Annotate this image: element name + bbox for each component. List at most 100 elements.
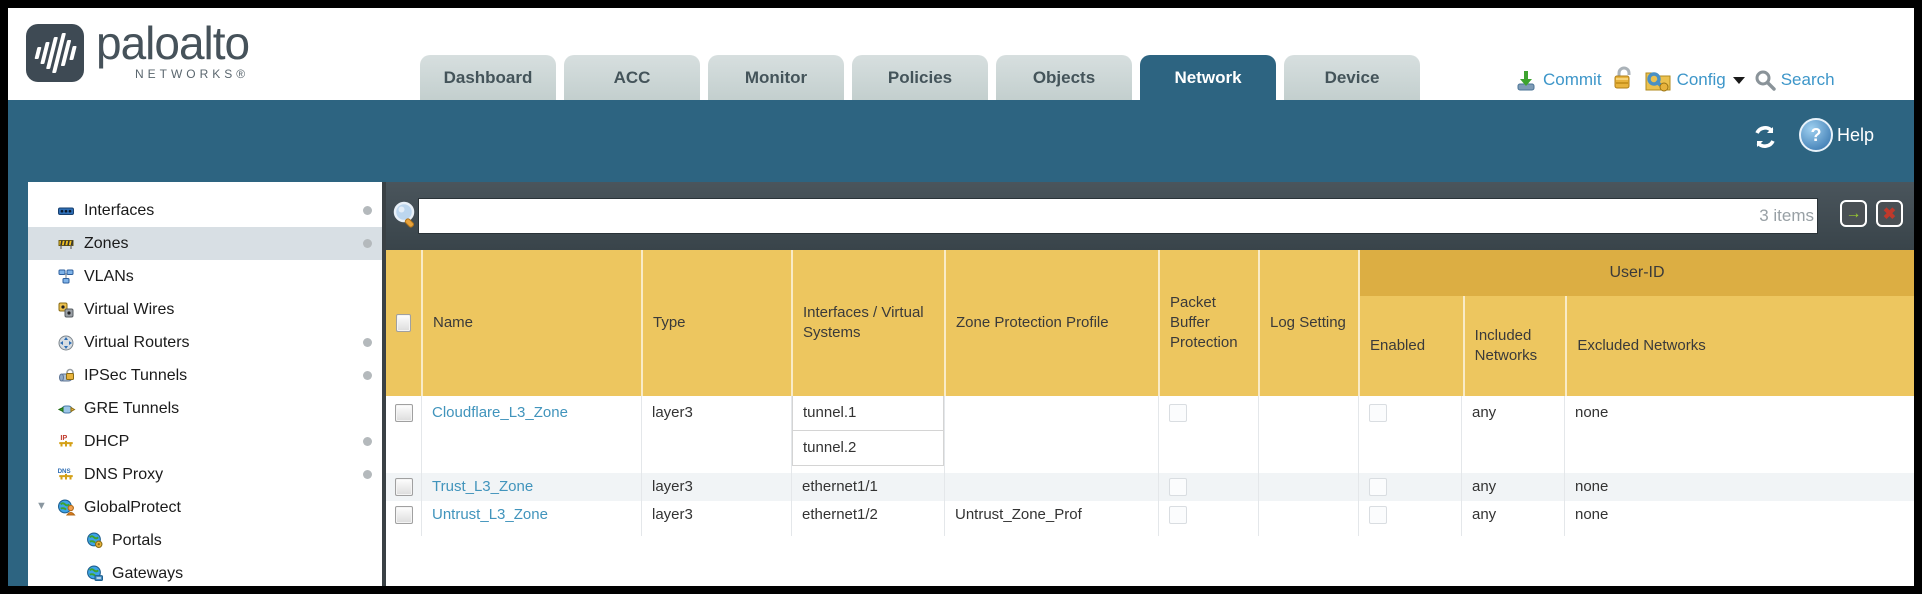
row-checkbox[interactable]	[395, 404, 413, 422]
sidebar-item-interfaces[interactable]: Interfaces	[28, 194, 382, 227]
config-button[interactable]: Config	[1644, 67, 1745, 93]
commit-icon	[1517, 71, 1535, 91]
sidebar-item-virtual-routers[interactable]: Virtual Routers	[28, 326, 382, 359]
sidebar-item-vlans[interactable]: VLANs	[28, 260, 382, 293]
zone-protection-profile-cell	[944, 396, 1158, 473]
zone-type-cell: layer3	[641, 396, 791, 473]
tab-policies[interactable]: Policies	[852, 55, 988, 100]
search-label: Search	[1780, 70, 1835, 89]
refresh-icon	[1755, 126, 1775, 148]
column-header-log-setting[interactable]: Log Setting	[1258, 250, 1358, 396]
main-nav-tabs: Dashboard ACC Monitor Policies Objects N…	[420, 55, 1420, 100]
zones-icon	[56, 235, 76, 252]
row-select-cell	[386, 501, 421, 536]
user-id-enabled-checkbox[interactable]	[1369, 506, 1387, 524]
column-header-name[interactable]: Name	[421, 250, 641, 396]
row-checkbox[interactable]	[395, 478, 413, 496]
row-checkbox[interactable]	[395, 506, 413, 524]
zone-name-cell: Cloudflare_L3_Zone	[421, 396, 641, 473]
config-icon	[1645, 72, 1671, 92]
sidebar-item-label: Zones	[84, 234, 129, 252]
zone-name-link[interactable]: Trust_L3_Zone	[432, 478, 534, 495]
interface-item: ethernet1/1	[802, 478, 878, 495]
commit-label: Commit	[1543, 70, 1602, 89]
sidebar-item-label: Virtual Routers	[84, 333, 190, 351]
zone-name-link[interactable]: Untrust_L3_Zone	[432, 506, 548, 523]
table-body: Cloudflare_L3_Zone layer3 tunnel.1 tunne…	[386, 396, 1914, 536]
column-header-enabled[interactable]: Enabled	[1370, 336, 1426, 354]
zone-name-link[interactable]: Cloudflare_L3_Zone	[432, 404, 568, 421]
status-dot	[363, 371, 372, 380]
packet-buffer-checkbox[interactable]	[1169, 404, 1187, 422]
zone-type-cell: layer3	[641, 501, 791, 536]
zone-protection-profile-cell	[944, 473, 1158, 501]
table-row: Cloudflare_L3_Zone layer3 tunnel.1 tunne…	[386, 396, 1914, 473]
filter-input[interactable]	[418, 198, 1818, 234]
help-button[interactable]: ? Help	[1798, 118, 1874, 152]
column-header-packet-buffer-protection[interactable]: Packet Buffer Protection	[1158, 250, 1258, 396]
table-row: Trust_L3_Zone layer3 ethernet1/1 any non…	[386, 473, 1914, 501]
row-select-cell	[386, 473, 421, 501]
tab-device[interactable]: Device	[1284, 55, 1420, 100]
sidebar-item-zones[interactable]: Zones	[28, 227, 382, 260]
commit-button[interactable]: Commit	[1514, 68, 1602, 92]
refresh-button[interactable]	[1752, 124, 1778, 155]
sidebar-item-virtual-wires[interactable]: Virtual Wires	[28, 293, 382, 326]
tab-acc[interactable]: ACC	[564, 55, 700, 100]
packet-buffer-checkbox[interactable]	[1169, 506, 1187, 524]
sidebar-item-ipsec-tunnels[interactable]: IPSec Tunnels	[28, 359, 382, 392]
search-icon	[1755, 70, 1776, 91]
brand-text: paloalto NETWORKS®	[96, 20, 250, 80]
column-header-excluded-networks[interactable]: Excluded Networks	[1565, 296, 1914, 396]
packet-buffer-checkbox[interactable]	[1169, 478, 1187, 496]
packet-buffer-protection-cell	[1158, 396, 1258, 473]
virtual-wires-icon	[56, 301, 76, 318]
user-id-enabled-checkbox[interactable]	[1369, 404, 1387, 422]
interface-item: tunnel.2	[792, 431, 944, 466]
user-id-enabled-cell	[1358, 473, 1461, 501]
app-content: paloalto NETWORKS® Dashboard ACC Monitor…	[8, 8, 1914, 586]
sidebar-item-dhcp[interactable]: IP DHCP	[28, 425, 382, 458]
user-id-enabled-cell	[1358, 501, 1461, 536]
column-header-type[interactable]: Type	[641, 250, 791, 396]
vlans-icon	[56, 268, 76, 285]
sidebar-item-portals[interactable]: Portals	[28, 524, 382, 557]
filter-search-icon	[392, 200, 419, 235]
chevron-down-icon	[1732, 76, 1745, 84]
interfaces-cell: tunnel.1 tunnel.2	[791, 396, 944, 473]
globalprotect-icon	[56, 499, 76, 516]
column-header-included-networks[interactable]: Included Networks	[1462, 296, 1566, 396]
included-networks-cell: any	[1461, 473, 1564, 501]
apply-filter-button[interactable]: →	[1840, 200, 1867, 227]
lock-button[interactable]	[1611, 65, 1635, 96]
packet-buffer-protection-cell	[1158, 501, 1258, 536]
sidebar-item-gre-tunnels[interactable]: GRE Tunnels	[28, 392, 382, 425]
tab-objects[interactable]: Objects	[996, 55, 1132, 100]
clear-filter-button[interactable]: ✖	[1876, 200, 1903, 227]
user-id-enabled-checkbox[interactable]	[1369, 478, 1387, 496]
column-header-zone-protection-profile[interactable]: Zone Protection Profile	[944, 250, 1158, 396]
tab-network[interactable]: Network	[1140, 55, 1276, 100]
sidebar-item-gateways[interactable]: Gateways	[28, 557, 382, 586]
search-button[interactable]: Search	[1754, 69, 1835, 91]
help-label: Help	[1836, 124, 1874, 145]
sidebar-item-dns-proxy[interactable]: DNS DNS Proxy	[28, 458, 382, 491]
excluded-networks-cell: none	[1564, 396, 1914, 473]
column-header-interfaces[interactable]: Interfaces / Virtual Systems	[791, 250, 944, 396]
log-setting-cell	[1258, 396, 1358, 473]
tab-monitor[interactable]: Monitor	[708, 55, 844, 100]
sidebar-item-label: IPSec Tunnels	[84, 366, 188, 384]
select-all-checkbox[interactable]	[396, 314, 411, 332]
tab-dashboard[interactable]: Dashboard	[420, 55, 556, 100]
zone-name-cell: Trust_L3_Zone	[421, 473, 641, 501]
user-id-enabled-cell	[1358, 396, 1461, 473]
lock-icon	[1614, 66, 1631, 88]
included-networks-cell: any	[1461, 501, 1564, 536]
sidebar-divider	[382, 182, 386, 586]
sidebar-item-globalprotect[interactable]: ▼ GlobalProtect	[28, 491, 382, 524]
expander-icon[interactable]: ▼	[36, 500, 47, 512]
status-dot	[363, 470, 372, 479]
zone-protection-profile-cell: Untrust_Zone_Prof	[944, 501, 1158, 536]
interfaces-cell: ethernet1/2	[791, 501, 944, 536]
